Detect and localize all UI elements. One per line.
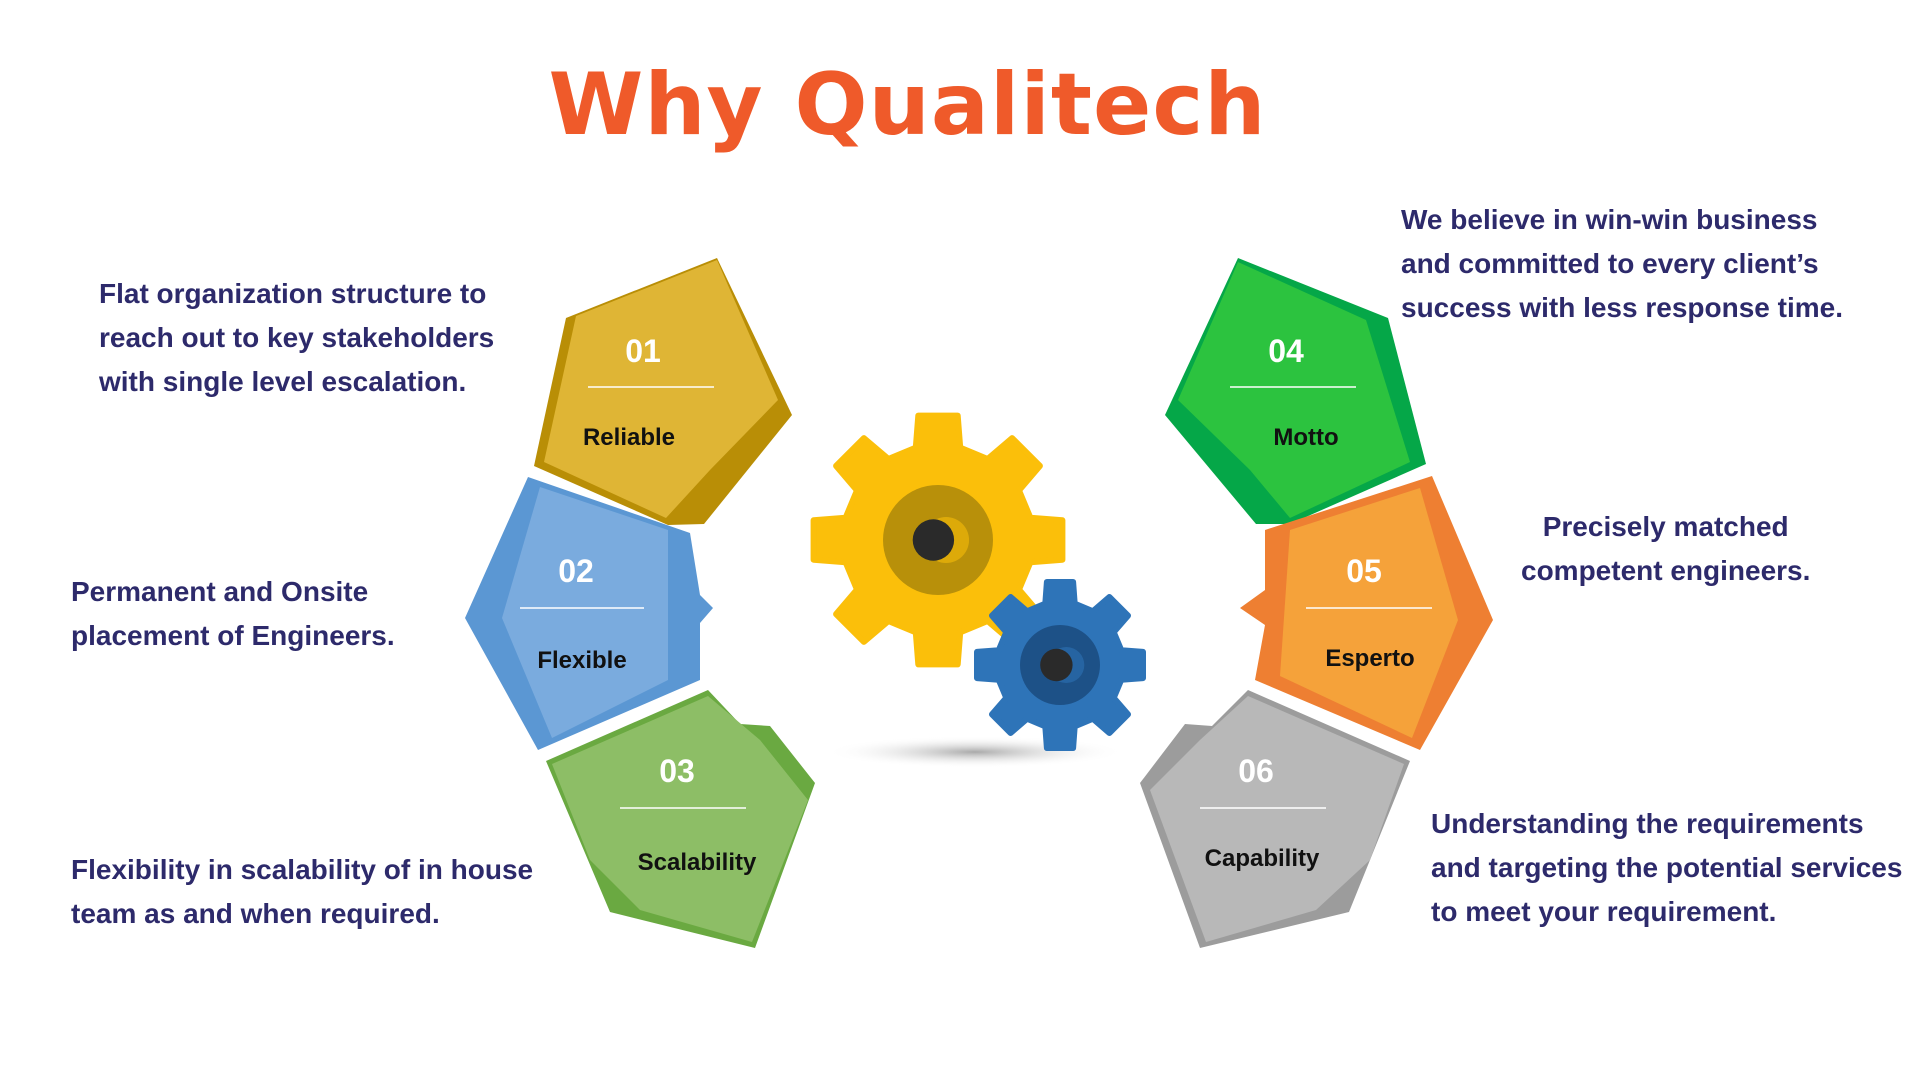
- segment-reliable-label: Reliable: [583, 424, 675, 451]
- description-capability: Understanding the requirements and targe…: [1431, 808, 1903, 927]
- segment-esperto: 05 Esperto: [1240, 476, 1493, 750]
- page-title: Why Qualitech: [548, 55, 1267, 155]
- segment-scalability: 03 Scalability: [546, 690, 815, 948]
- segment-esperto-shape: [1280, 488, 1458, 738]
- segment-flexible-number: 02: [558, 553, 594, 589]
- segment-esperto-number: 05: [1346, 553, 1382, 589]
- segment-flexible-shape: [502, 487, 668, 738]
- segment-reliable-shape: [544, 260, 778, 518]
- description-flexible: Permanent and Onsite placement of Engine…: [71, 576, 395, 651]
- segment-esperto-label: Esperto: [1325, 645, 1414, 672]
- segment-reliable: 01 Reliable: [534, 258, 792, 525]
- segment-capability: 06 Capability: [1140, 690, 1410, 948]
- segment-motto-label: Motto: [1273, 424, 1338, 451]
- segment-scalability-number: 03: [659, 753, 695, 789]
- segment-scalability-shape: [552, 696, 808, 942]
- segment-capability-number: 06: [1238, 753, 1274, 789]
- segment-reliable-number: 01: [625, 333, 661, 369]
- segment-flexible-label: Flexible: [537, 647, 626, 674]
- gear-small-axle: [1040, 648, 1073, 682]
- segment-scalability-label: Scalability: [638, 849, 757, 876]
- segment-capability-label: Capability: [1205, 845, 1320, 872]
- gear-shadow: [825, 736, 1125, 768]
- segment-motto: 04 Motto: [1165, 258, 1426, 524]
- description-motto: We believe in win-win business and commi…: [1401, 204, 1843, 323]
- description-scalability: Flexibility in scalability of in house t…: [71, 854, 534, 929]
- segment-capability-shape: [1150, 696, 1404, 942]
- segment-flexible: 02 Flexible: [465, 477, 713, 750]
- segment-motto-number: 04: [1268, 333, 1304, 369]
- large-gear-icon: [810, 412, 1066, 668]
- segment-motto-shape: [1178, 262, 1410, 518]
- description-esperto: Precisely matched competent engineers.: [1521, 511, 1811, 586]
- gear-large-axle: [912, 519, 955, 561]
- small-gear-icon: [974, 579, 1146, 751]
- description-reliable: Flat organization structure to reach out…: [99, 278, 495, 397]
